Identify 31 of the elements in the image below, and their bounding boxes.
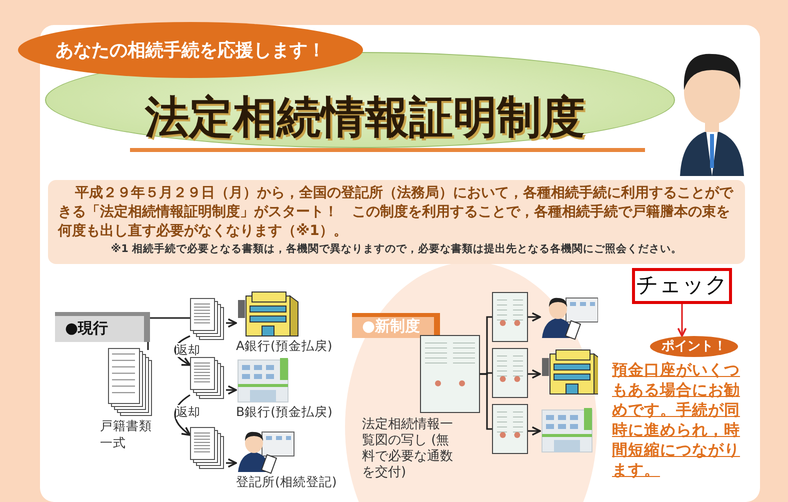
connector-line bbox=[480, 373, 492, 430]
footnote: ※1 相続手続で必要となる書類は，各機関で異なりますので，必要な書類は提出先となる各機関にご照会ください。 bbox=[110, 242, 684, 256]
arrow bbox=[677, 304, 687, 337]
section-tab: ●新制度 bbox=[352, 313, 440, 338]
certificate-icon bbox=[492, 292, 528, 342]
building-caption: A銀行(預金払戻) bbox=[236, 338, 334, 355]
certificate-icon bbox=[492, 404, 528, 454]
document-stack-icon bbox=[190, 427, 226, 471]
arrow bbox=[528, 312, 541, 322]
certificate-icon bbox=[492, 348, 528, 398]
section-tab: ●現行 bbox=[55, 312, 150, 342]
building-caption: B銀行(預金払戻) bbox=[236, 404, 334, 421]
check-label: チェック bbox=[632, 268, 732, 304]
curved-arrow bbox=[174, 335, 191, 366]
intro-text: 平成２９年５月２９日（月）から，全国の登記所（法務局）において，各種相続手続に利用することができる「法定相続情報証明制度」がスタート！ この制度を利用することで，各種相続手続で戸籍謄本の束を何度も出し直す必要がなくなります（※1）。 bbox=[58, 184, 734, 241]
document-stack-icon bbox=[190, 357, 226, 401]
arrow bbox=[226, 318, 237, 328]
arrow bbox=[528, 369, 541, 379]
arrow bbox=[226, 385, 237, 395]
curved-arrow bbox=[174, 394, 191, 436]
document-caption: 戸籍書類一式 bbox=[100, 418, 153, 452]
edge-label: 返却 bbox=[176, 343, 200, 357]
building-caption: 登記所(相続登記) bbox=[236, 474, 338, 491]
document-caption: 法定相続情報一覧図の写し (無料で必要な通数を交付) bbox=[362, 417, 454, 481]
intro-panel bbox=[48, 180, 745, 264]
point-note: 預金口座がいくつもある場合にお勧めです。手続が同時に進められ，時間短縮につながります。 bbox=[612, 360, 741, 480]
arrow bbox=[226, 458, 237, 468]
document-stack-icon bbox=[190, 298, 226, 342]
page-title: 法定相続情報証明制度 bbox=[145, 91, 585, 145]
arrow bbox=[528, 426, 541, 436]
edge-label: 返却 bbox=[176, 405, 200, 419]
